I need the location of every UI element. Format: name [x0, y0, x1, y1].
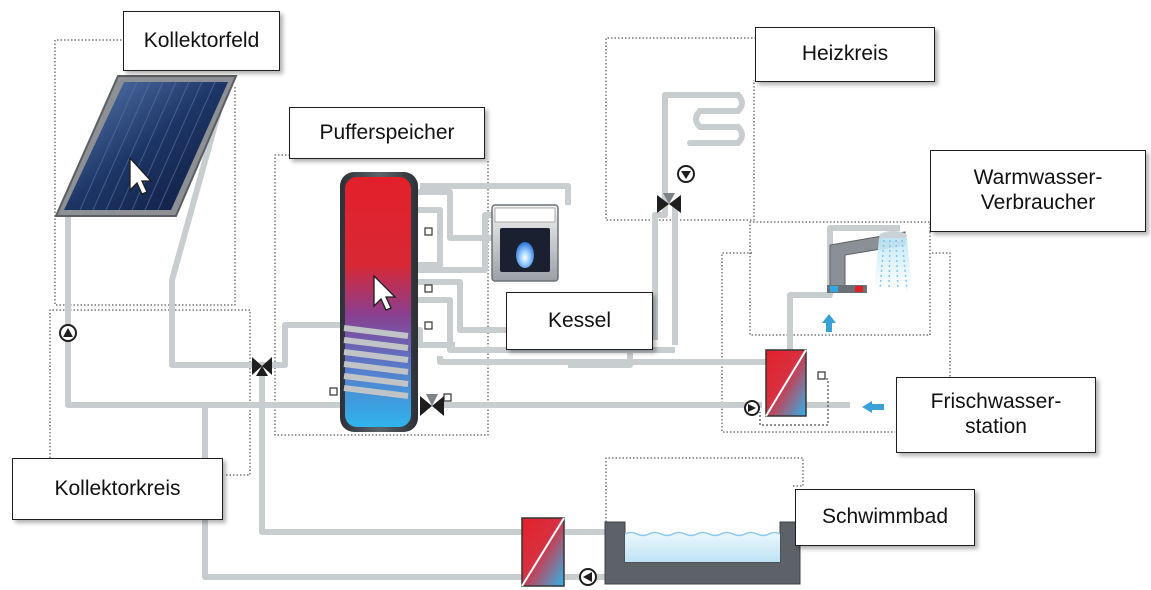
frischwasser-outline-right	[932, 252, 951, 378]
pipe-heiz-up	[652, 92, 740, 340]
boiler	[491, 204, 559, 282]
collector-glass	[64, 82, 228, 210]
warmwasser-text-line2: Verbraucher	[980, 191, 1096, 214]
three-way-valve-icon[interactable]	[420, 394, 444, 416]
pipe-fws-hotwater	[787, 248, 833, 350]
buffer-tank	[329, 172, 452, 432]
shower-spray	[874, 238, 912, 290]
label-kessel: Kessel	[506, 292, 653, 350]
schwimmbad-text: Schwimmbad	[821, 505, 949, 529]
group-outlines	[49, 37, 951, 522]
label-kollektorkreis: Kollektorkreis	[12, 458, 223, 520]
label-warmwasser-verbraucher: Warmwasser- Verbraucher	[930, 150, 1146, 232]
tank-sensors	[329, 227, 452, 402]
pipe-fws-supply	[437, 356, 780, 365]
frischwasser-outline	[721, 252, 895, 433]
pointer-cursor-icon[interactable]	[129, 156, 153, 195]
pool-water	[625, 534, 780, 562]
pipe-heiz-loop	[410, 297, 675, 353]
pufferspeicher-outline	[274, 154, 489, 436]
pipe-tank-heiz-supply	[410, 212, 495, 273]
fresh-water-heat-exchanger	[759, 349, 829, 426]
collector-lines	[79, 81, 216, 211]
label-kollektorfeld: Kollektorfeld	[123, 11, 280, 71]
boiler-top-panel	[494, 207, 556, 223]
three-way-valve-icon[interactable]	[252, 357, 272, 376]
three-way-valve-icon[interactable]	[657, 193, 681, 213]
frischwasser-text-line1: Frischwasser-	[930, 390, 1062, 414]
pipe-pool-feed	[259, 372, 522, 535]
pump-icon[interactable]	[677, 165, 695, 183]
pump-icon[interactable]	[579, 568, 597, 586]
schwimmbad-outline	[605, 457, 804, 522]
pipes	[65, 77, 900, 580]
pufferspeicher-text: Pufferspeicher	[319, 120, 455, 144]
pipe-collector-return	[65, 210, 340, 408]
flame-icon	[516, 242, 534, 268]
pointer-cursor-icon[interactable]	[373, 274, 397, 311]
pipe-collector-to-tank	[265, 322, 345, 368]
pipe-shower	[827, 225, 900, 248]
kollektorfeld-outline	[54, 39, 236, 306]
pool-heat-exchanger	[521, 517, 565, 587]
kollektorfeld-text: Kollektorfeld	[143, 28, 260, 52]
label-schwimmbad: Schwimmbad	[795, 489, 975, 546]
heating-coil-icon	[687, 92, 745, 146]
kessel-text: Kessel	[547, 308, 612, 332]
heizkreis-text: Heizkreis	[801, 42, 889, 66]
pipe-tank-boiler-2	[410, 207, 443, 268]
pipe-tank-boiler-1	[410, 189, 495, 241]
faucet-icon	[827, 231, 912, 293]
label-frischwasserstation: Frischwasser- station	[896, 377, 1096, 453]
frischwasser-text-line2: station	[965, 415, 1027, 438]
swimming-pool	[604, 521, 801, 585]
kollektorkreis-outline	[49, 309, 251, 476]
pump-icon[interactable]	[744, 400, 760, 416]
flow-arrow-icon	[822, 314, 836, 332]
warmwasser-text-line1: Warmwasser-	[973, 166, 1103, 190]
solar-collector	[54, 75, 238, 217]
kollektorkreis-text: Kollektorkreis	[54, 476, 181, 500]
tank-heat-coil	[343, 325, 409, 399]
pipe-boiler-top	[420, 183, 571, 205]
pump-icon[interactable]	[59, 324, 77, 342]
pipe-collector-feed	[169, 77, 265, 368]
flow-arrow-icon	[862, 401, 884, 413]
label-heizkreis: Heizkreis	[755, 27, 935, 82]
label-pufferspeicher: Pufferspeicher	[289, 107, 485, 159]
